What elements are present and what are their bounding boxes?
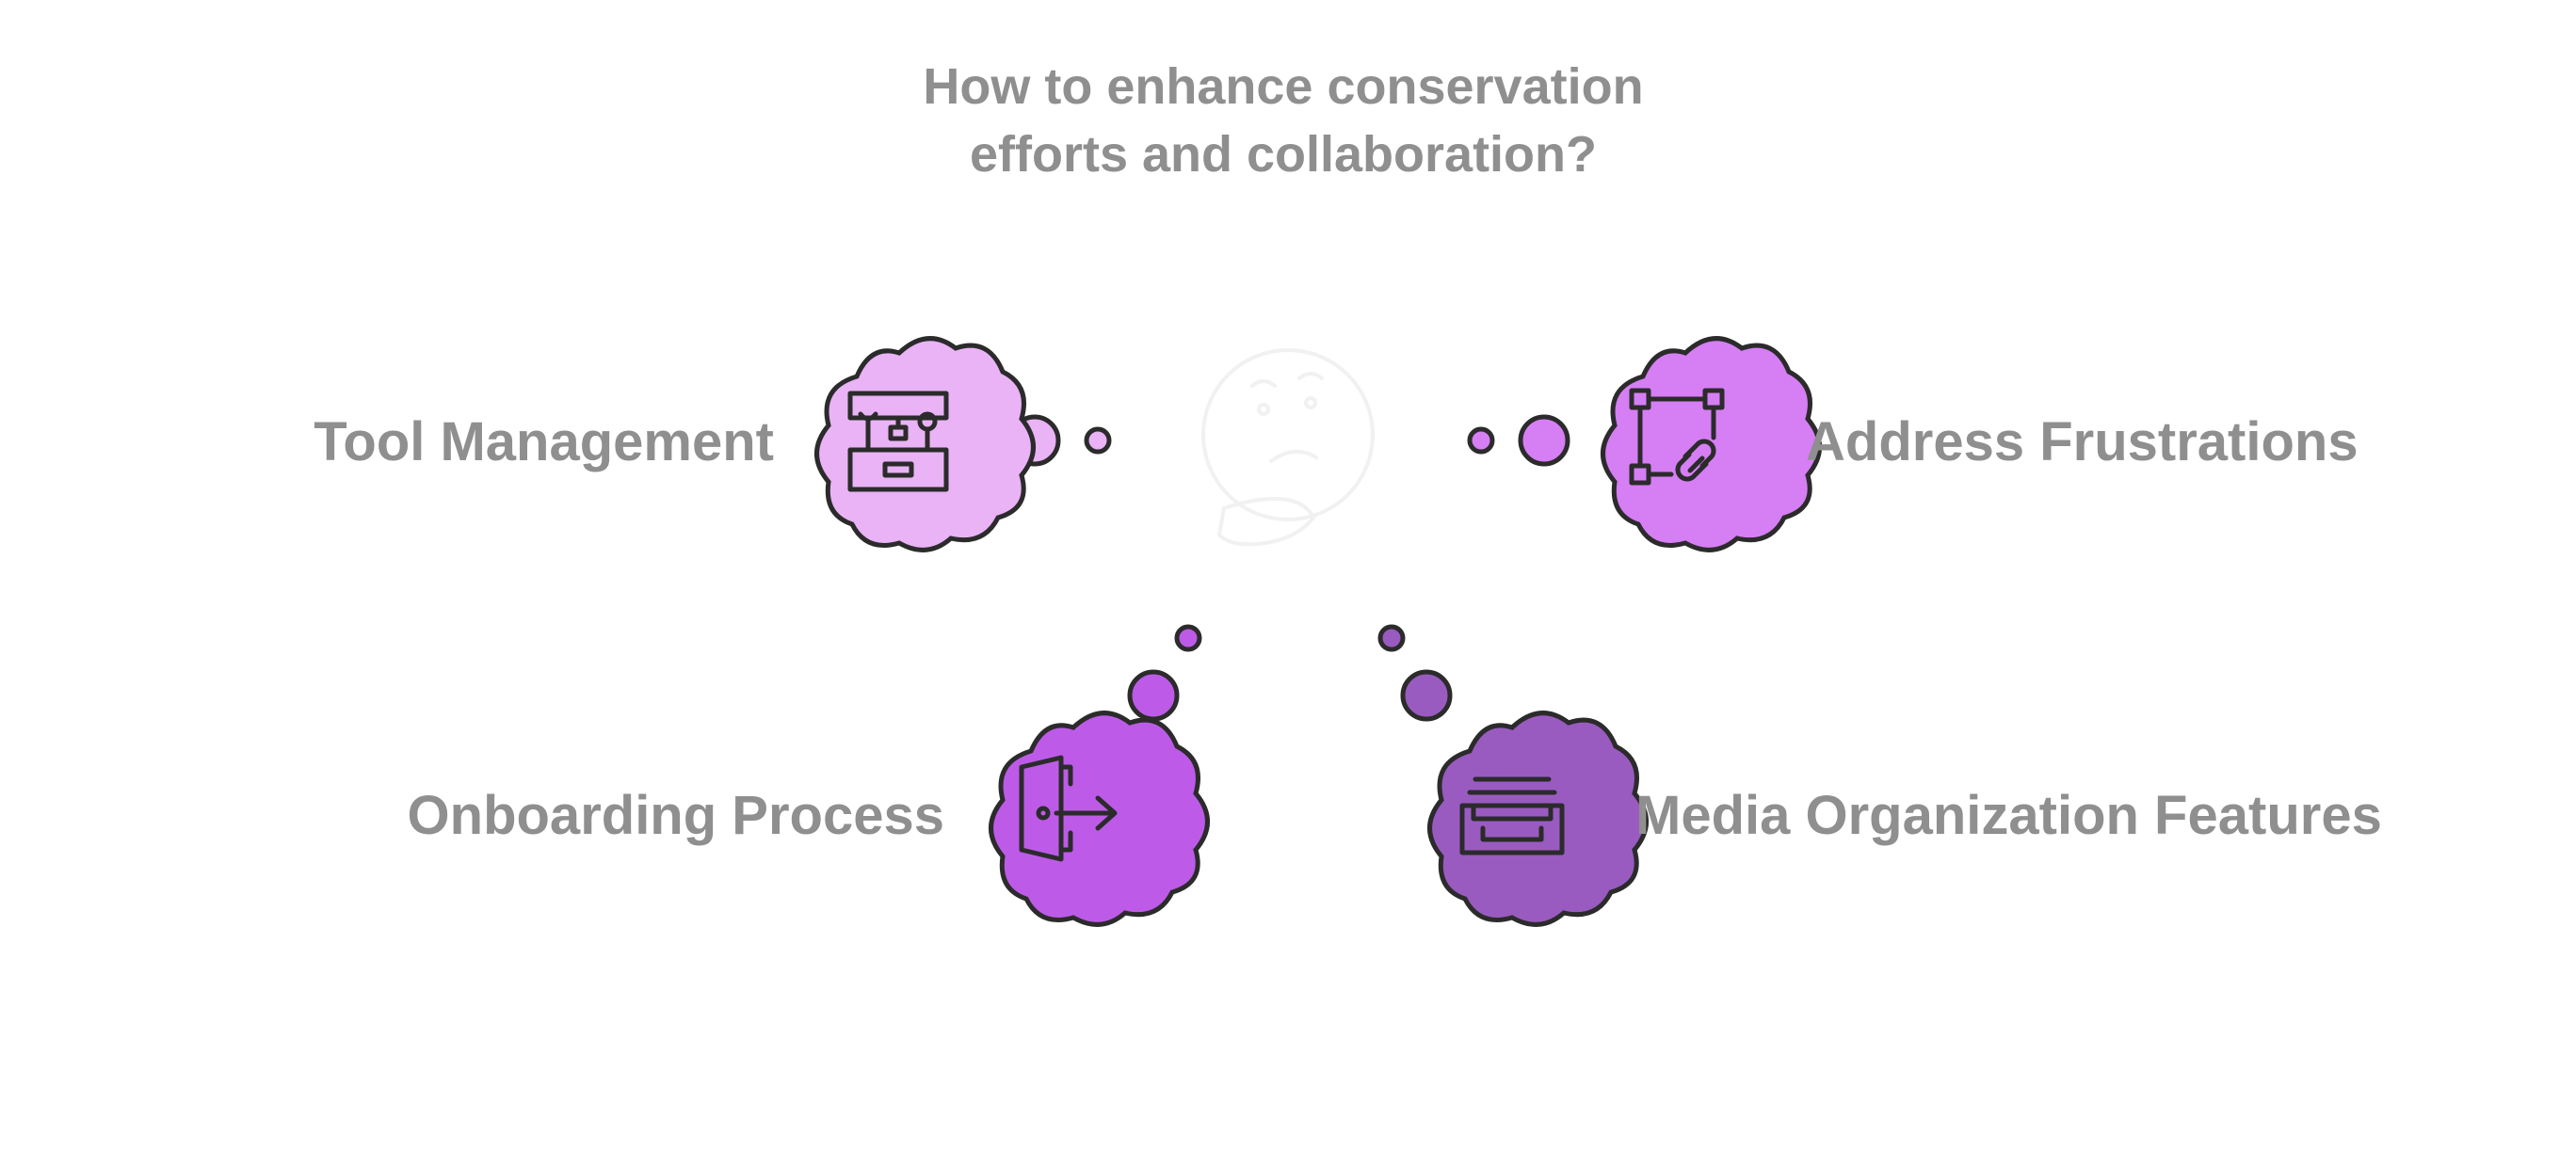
node-address-frustrations: Address Frustrations bbox=[1601, 336, 2359, 552]
inbox-tray-icon bbox=[1459, 776, 1565, 855]
toolbox-icon bbox=[847, 391, 949, 492]
node-media-organization: Media Organization Features bbox=[1427, 711, 2382, 927]
diagram-title-line-2: efforts and collaboration? bbox=[970, 126, 1597, 183]
media-organization-connector-small bbox=[1377, 624, 1406, 652]
node-label-address-frustrations: Address Frustrations bbox=[1806, 411, 2359, 472]
node-label-tool-management: Tool Management bbox=[314, 411, 774, 472]
node-tool-management: Tool Management bbox=[314, 336, 1036, 552]
link-frame-icon bbox=[1629, 388, 1725, 486]
onboarding-connector-small bbox=[1174, 624, 1202, 652]
exit-door-icon bbox=[1019, 755, 1118, 862]
address-frustrations-connector-small bbox=[1467, 426, 1495, 455]
tool-management-connector-small bbox=[1084, 426, 1112, 455]
node-label-media-organization: Media Organization Features bbox=[1635, 785, 2382, 846]
diagram-title-line-1: How to enhance conservation bbox=[923, 58, 1643, 115]
address-frustrations-connector-large bbox=[1518, 414, 1570, 467]
thinking-face-icon bbox=[1201, 348, 1375, 547]
media-organization-connector-large bbox=[1400, 669, 1453, 722]
node-label-onboarding-process: Onboarding Process bbox=[408, 785, 944, 846]
onboarding-connector-large bbox=[1127, 669, 1180, 722]
cloud-shape-onboarding-process bbox=[989, 711, 1210, 927]
node-onboarding-process: Onboarding Process bbox=[408, 711, 1210, 927]
